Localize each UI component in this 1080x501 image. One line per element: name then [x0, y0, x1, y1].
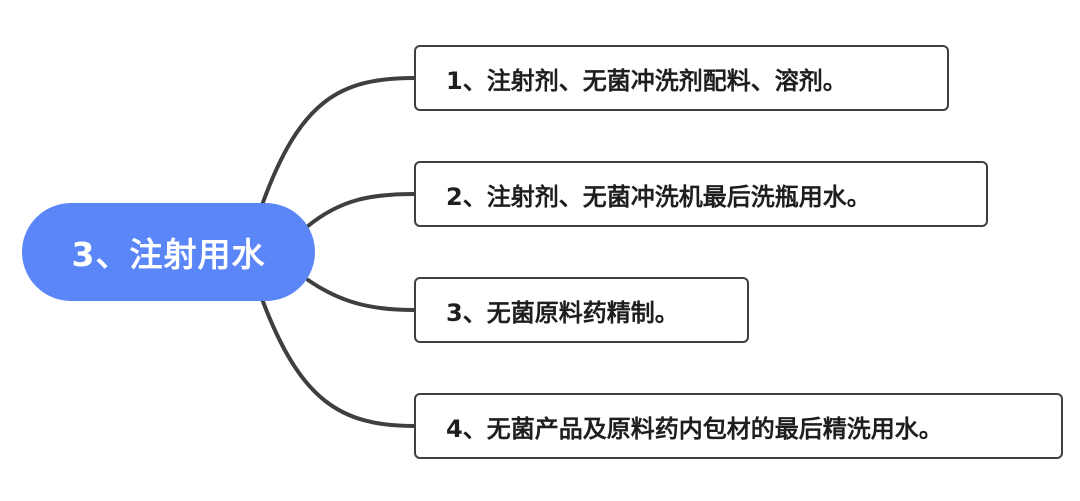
branch-topic-4[interactable]: 4、无菌产品及原料药内包材的最后精洗用水。 — [414, 393, 1063, 459]
connector-branch-2 — [306, 192, 416, 228]
central-topic-label: 3、注射用水 — [71, 235, 266, 274]
branch-topic-label: 4、无菌产品及原料药内包材的最后精洗用水。 — [446, 414, 943, 443]
connector-branch-1 — [260, 76, 416, 207]
branch-topic-1[interactable]: 1、注射剂、无菌冲洗剂配料、溶剂。 — [414, 45, 949, 111]
connector-branch-3 — [306, 278, 416, 312]
branch-topic-label: 1、注射剂、无菌冲洗剂配料、溶剂。 — [446, 66, 847, 95]
branch-topic-3[interactable]: 3、无菌原料药精制。 — [414, 277, 749, 343]
branch-topic-2[interactable]: 2、注射剂、无菌冲洗机最后洗瓶用水。 — [414, 161, 988, 227]
central-topic[interactable]: 3、注射用水 — [22, 203, 315, 301]
branch-topic-label: 3、无菌原料药精制。 — [446, 298, 679, 327]
branch-topic-label: 2、注射剂、无菌冲洗机最后洗瓶用水。 — [446, 182, 871, 211]
connector-branch-4 — [260, 297, 416, 428]
